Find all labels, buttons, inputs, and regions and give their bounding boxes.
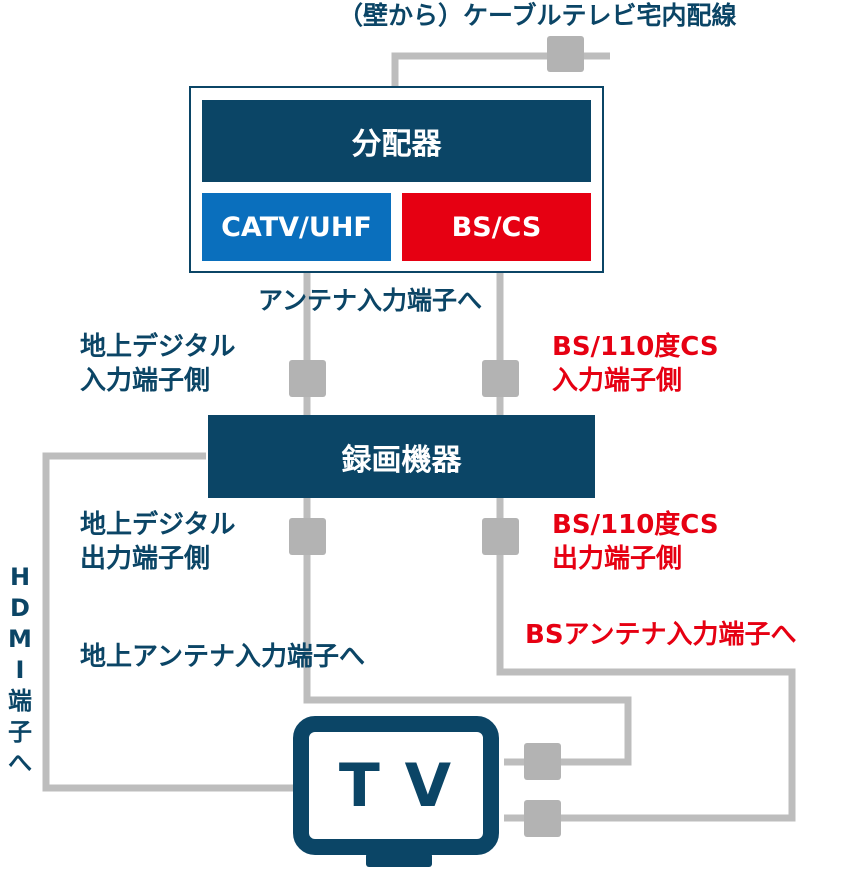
bs-cs-label: BS/CS bbox=[451, 211, 542, 243]
connector-bs-out bbox=[482, 518, 519, 555]
connector-tv-terrestrial bbox=[524, 743, 561, 780]
connector-wall bbox=[547, 36, 584, 72]
page-title: （壁から）ケーブルテレビ宅内配線 bbox=[338, 1, 737, 30]
tv-screen bbox=[293, 716, 499, 855]
bs-cs-port: BS/CS bbox=[402, 193, 591, 261]
bs-output-label: BS/110度CS 出力端子側 bbox=[552, 510, 719, 574]
connector-catv-in bbox=[289, 360, 326, 397]
terrestrial-input-label: 地上デジタル 入力端子側 bbox=[80, 332, 236, 396]
terrestrial-antenna-input-note: 地上アンテナ入力端子へ bbox=[80, 642, 365, 672]
terrestrial-output-label: 地上デジタル 出力端子側 bbox=[80, 510, 236, 574]
connector-terrestrial-out bbox=[289, 518, 326, 555]
cable-hdmi bbox=[42, 452, 293, 792]
recorder-box: 録画機器 bbox=[208, 415, 595, 498]
catv-uhf-port: CATV/UHF bbox=[202, 193, 391, 261]
connector-bs-in bbox=[482, 360, 519, 397]
recorder-label: 録画機器 bbox=[341, 442, 462, 478]
cable-bs-out bbox=[496, 498, 796, 822]
cable-terrestrial-out bbox=[303, 498, 632, 766]
tv-label: T V bbox=[338, 750, 454, 821]
bs-input-label: BS/110度CS 入力端子側 bbox=[552, 332, 719, 396]
wall-cable bbox=[391, 52, 610, 87]
tv-stand bbox=[366, 853, 432, 867]
hdmi-note: H D M I 端 子 へ bbox=[8, 563, 32, 777]
connector-tv-bs bbox=[524, 800, 561, 837]
bs-antenna-input-note: BSアンテナ入力端子へ bbox=[525, 620, 797, 650]
antenna-input-note: アンテナ入力端子へ bbox=[258, 286, 483, 315]
catv-uhf-label: CATV/UHF bbox=[221, 211, 372, 243]
splitter-box: 分配器 bbox=[202, 100, 591, 182]
splitter-label: 分配器 bbox=[351, 127, 442, 162]
